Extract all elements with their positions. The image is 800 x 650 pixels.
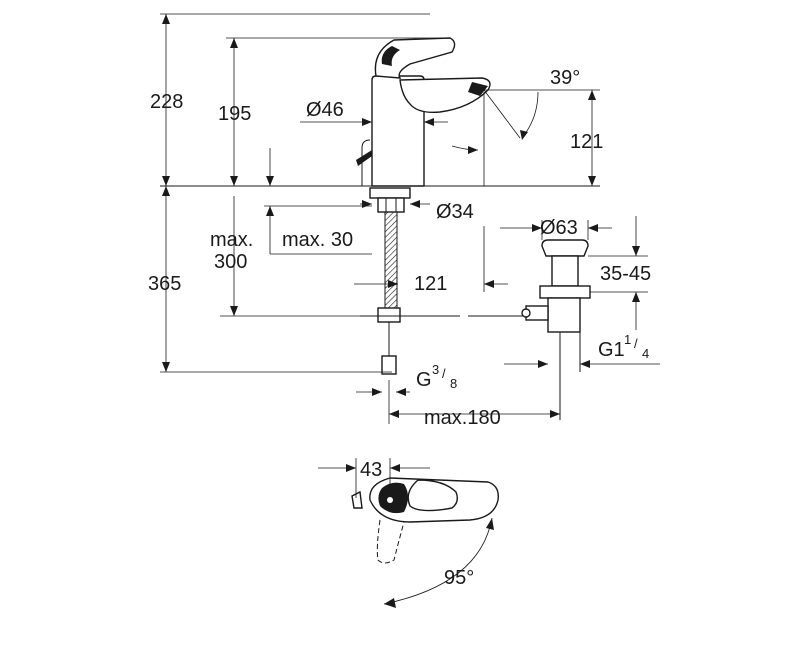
inlet-thread-numerator: 3 (432, 362, 439, 377)
svg-text:/: / (442, 366, 446, 381)
dimension-lines (160, 13, 660, 424)
hose-connector (377, 307, 401, 323)
waste-thread-label: G1 (598, 339, 625, 361)
max-label: max. (210, 229, 253, 251)
waste-range-label: 35-45 (600, 263, 651, 285)
spout-aerator (468, 82, 488, 96)
dimension-labels: 228 195 Ø46 39° 121 Ø34 max. 300 max. 30… (148, 67, 651, 589)
max-deck-value-label: 300 (214, 251, 247, 273)
max-offset-label: max.180 (424, 407, 501, 429)
mount-nut (377, 197, 405, 213)
lever-offset-label: 43 (360, 459, 382, 481)
spout-height-label: 195 (218, 103, 251, 125)
waste-tail (547, 297, 581, 333)
lever-angle-label: 39° (550, 67, 580, 89)
faucet-front-view (160, 37, 600, 375)
below-deck-length-label: 365 (148, 273, 181, 295)
popup-rod (361, 139, 371, 186)
waste-body (551, 255, 579, 287)
waste-flange (539, 285, 591, 299)
top-view-popup (351, 490, 363, 509)
waste-fitting (521, 239, 591, 420)
rotated-lever-outline (376, 519, 405, 564)
mount-hole-label: Ø34 (436, 201, 474, 223)
total-height-label: 228 (150, 91, 183, 113)
lever-shadow (381, 46, 400, 66)
spout-reach-label: 121 (570, 131, 603, 153)
waste-plug (541, 239, 589, 257)
flexible-hose (384, 211, 398, 313)
inlet-thread-label: G (416, 369, 432, 391)
hose-nut (381, 355, 397, 375)
body-diameter-label: Ø46 (306, 99, 344, 121)
faucet-top-view (318, 458, 499, 608)
waste-diameter-label: Ø63 (540, 217, 578, 239)
faucet-spout (399, 77, 491, 114)
tail-offset-label: 121 (414, 273, 447, 295)
top-view-lever-dark (378, 482, 408, 514)
waste-thread-denominator: 4 (642, 346, 649, 361)
rotation-arc (383, 517, 493, 605)
waste-thread-numerator: 1 (624, 332, 631, 347)
mount-washer (369, 187, 411, 199)
top-view-lever (407, 479, 459, 512)
popup-knob (356, 150, 372, 166)
rotation-angle-label: 95° (444, 567, 474, 589)
svg-text:/: / (634, 336, 638, 351)
max-deck-thickness-label: max. 30 (282, 229, 353, 251)
inlet-thread-denominator: 8 (450, 376, 457, 391)
